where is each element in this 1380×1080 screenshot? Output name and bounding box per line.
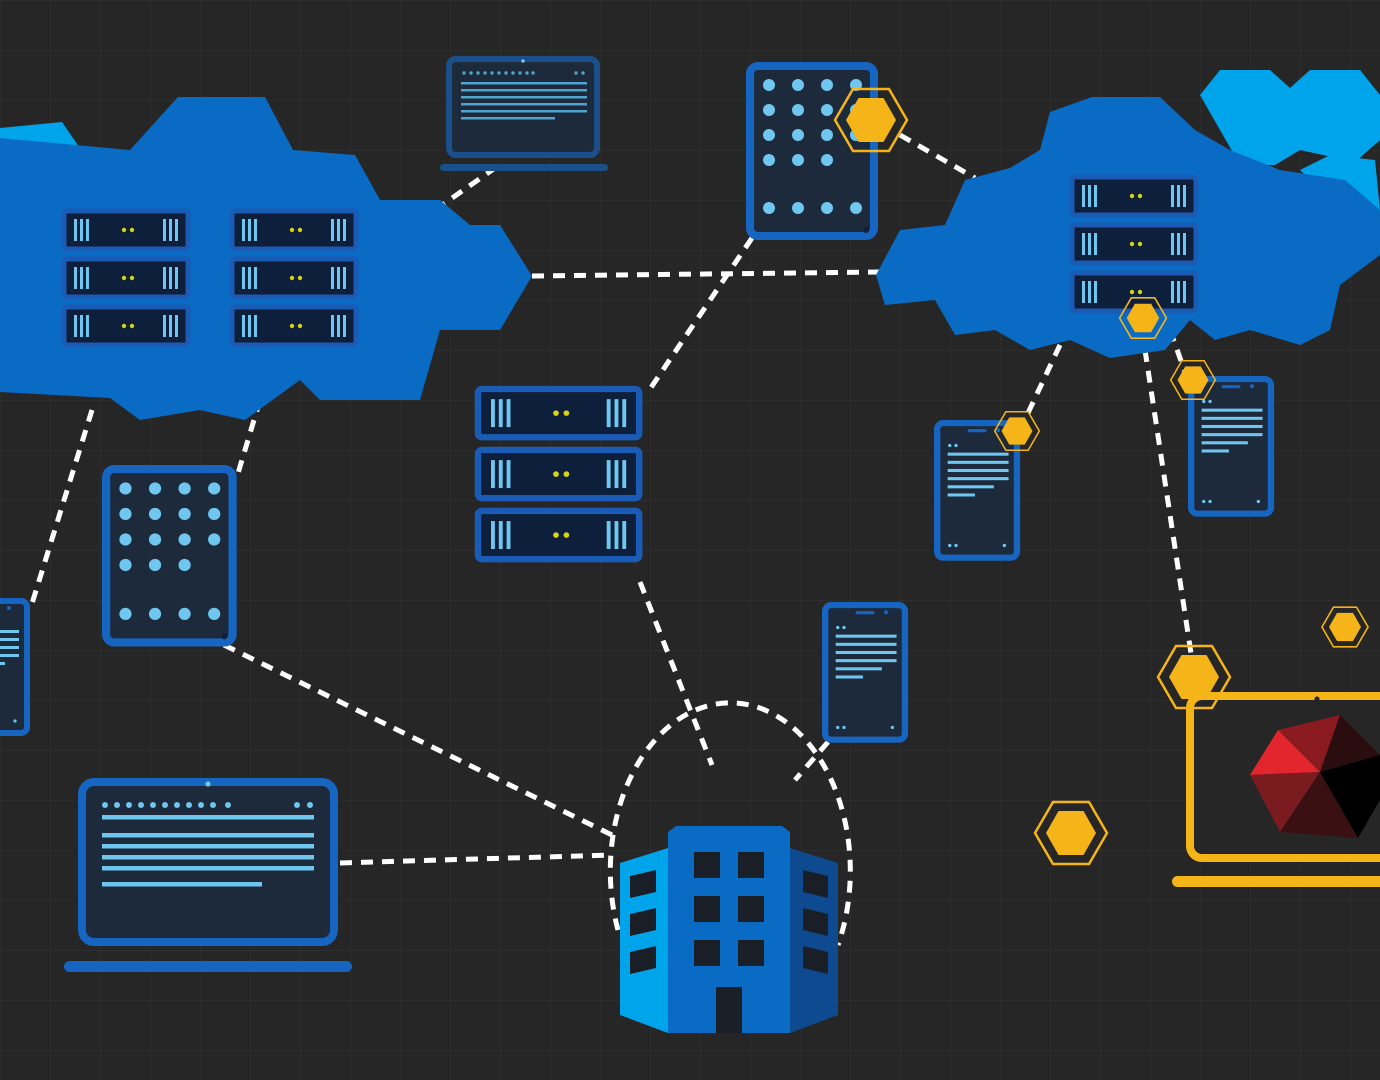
link-cloud-right-laptop-compromised: [1142, 349, 1195, 661]
link-cloud-left-cloud-right: [531, 269, 881, 279]
building[interactable]: [620, 826, 838, 1033]
link-cloud-left-phone-left: [27, 409, 95, 611]
malware-polyhedron-icon: [1250, 715, 1380, 838]
link-laptop-building: [339, 852, 613, 866]
laptop-top[interactable]: [440, 56, 608, 171]
link-tablet-top-cloud-right: [898, 132, 977, 181]
cloud-right[interactable]: [876, 70, 1380, 358]
building-perimeter: [607, 700, 853, 946]
smartphone-icon: [0, 601, 27, 733]
tablet-icon: [106, 469, 232, 642]
network-links: [27, 132, 1195, 946]
server-icon: [232, 211, 356, 345]
server-center[interactable]: [478, 389, 639, 559]
tablet-left[interactable]: [106, 469, 232, 642]
phone-left[interactable]: [0, 601, 27, 733]
server-icon: [478, 389, 639, 559]
smartphone-icon: [937, 423, 1017, 558]
link-tablet-left-building: [222, 642, 614, 838]
server-icon: [1072, 177, 1196, 311]
link-phone-center-building: [793, 740, 830, 782]
link-server-building: [637, 581, 715, 766]
server-icon: [64, 211, 188, 345]
office-building-icon: [620, 826, 838, 1033]
laptop-bottom-left[interactable]: [64, 778, 352, 972]
phone-right-a[interactable]: [937, 423, 1017, 558]
phone-center[interactable]: [825, 605, 905, 740]
laptop-compromised[interactable]: [1172, 692, 1380, 887]
link-cloud-right-phone-a: [1017, 343, 1063, 432]
smartphone-icon: [825, 605, 905, 740]
link-tablet-top-server: [645, 236, 755, 394]
laptop-icon: [64, 778, 352, 972]
cloud-left[interactable]: [0, 97, 532, 420]
link-cloud-left-tablet-left: [233, 399, 263, 481]
laptop-icon: [440, 56, 608, 171]
